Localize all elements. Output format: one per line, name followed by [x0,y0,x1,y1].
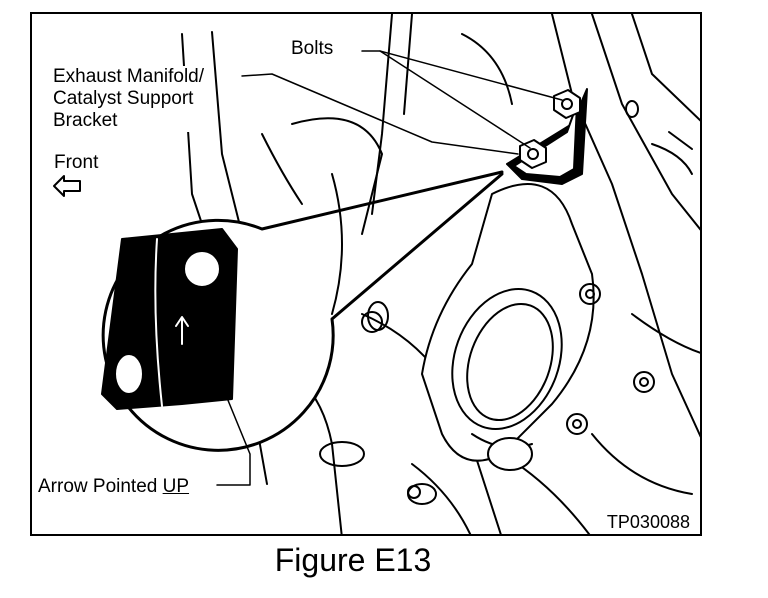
leader-lines [206,50,563,486]
figure-caption: Figure E13 [274,542,432,578]
arrow-label-prefix: Arrow Pointed [38,476,163,497]
engine-illustration [53,14,700,534]
engine-block-background [181,14,700,534]
bracket-label-line2: Catalyst Support [53,88,194,109]
bolt-upper [553,89,581,119]
arrow-label-up: UP [162,476,190,497]
front-arrow-icon [53,175,81,197]
bracket-label: Exhaust Manifold/ Catalyst Support Brack… [53,66,205,132]
bolt-lower [519,139,547,169]
figure-code: TP030088 [606,511,690,533]
front-label: Front [54,152,99,174]
bolts-label: Bolts [291,38,334,60]
figure-frame: Bolts Exhaust Manifold/ Catalyst Support… [30,12,702,536]
catalyst-flange [421,183,595,471]
block-bolts [361,283,655,499]
bracket-label-line3: Bracket [53,110,118,131]
magnified-callout [101,170,504,452]
bracket-label-line1: Exhaust Manifold/ [53,66,205,87]
arrow-pointed-up-label: Arrow Pointed UP [38,476,190,498]
